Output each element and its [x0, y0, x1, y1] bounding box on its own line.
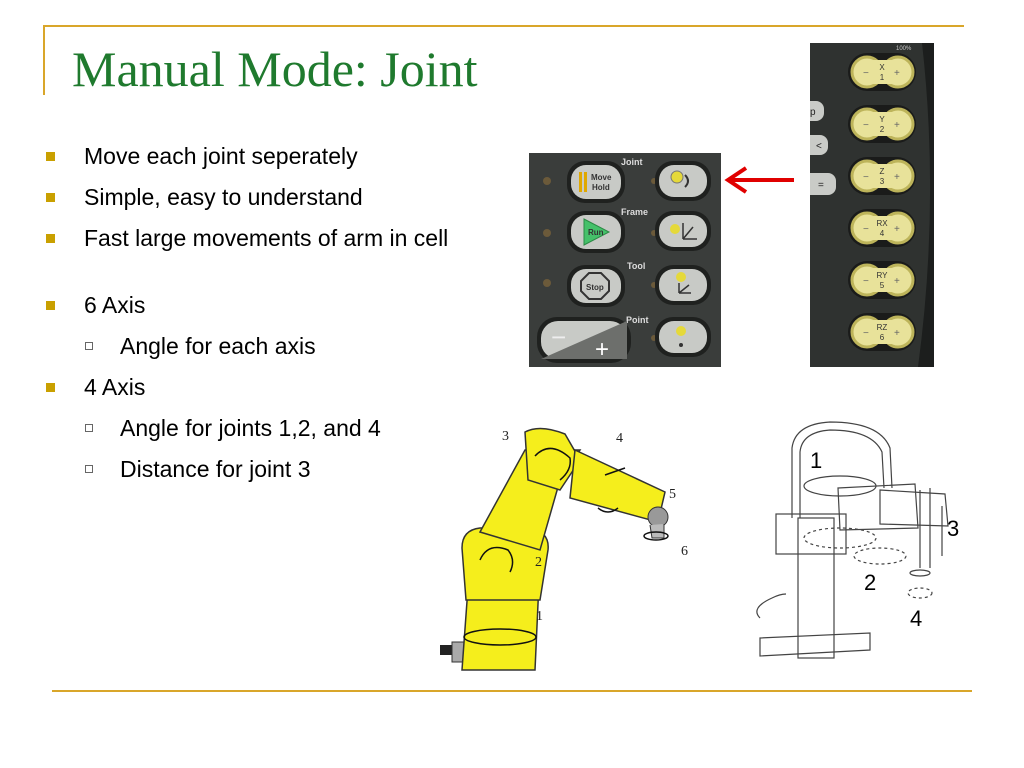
plus-sign: + [894, 172, 900, 183]
minus-sign: − [863, 328, 869, 339]
hollow-square-bullet-icon [85, 342, 93, 350]
axis-key-name: RY [877, 271, 889, 280]
side-key-label: p [810, 107, 816, 118]
sub-bullet-item: Angle for each axis [42, 332, 482, 361]
sub-bullet-item: Distance for joint 3 [42, 455, 482, 484]
bullet-text: Fast large movements of arm in cell [84, 225, 449, 251]
scara-robot-diagram: 1 2 3 4 [756, 421, 959, 659]
axis-key-number: 1 [880, 73, 885, 82]
label-joint: Joint [621, 157, 643, 167]
minus-sign: − [863, 172, 869, 183]
scara-axis-label-4: 4 [910, 606, 922, 631]
axis-key-y: Y2 − + [848, 105, 916, 143]
axis-key-name: RZ [877, 323, 888, 332]
hold-label: Hold [592, 183, 610, 192]
rotation-arrows [463, 447, 669, 646]
bullet-item: Fast large movements of arm in cell [42, 224, 464, 253]
axis-keys-photo: 100% p < = X1 − + Y2 − + Z3 − + RX4 − + RY5 − + RZ6 − + [810, 43, 934, 367]
axis-key-z: Z3 − + [848, 157, 916, 195]
bullet-item: 4 Axis [42, 373, 482, 402]
axis-key-number: 2 [880, 125, 885, 134]
point-mode-button [655, 317, 711, 357]
percent-readout: 100% [896, 46, 912, 52]
square-bullet-icon [46, 152, 55, 161]
axis-key-rx: RX4 − + [848, 209, 916, 247]
slide-title: Manual Mode: Joint [72, 41, 478, 97]
label-point: Point [626, 315, 649, 325]
run-label: Run [588, 228, 604, 237]
axis-key-name: RX [876, 219, 888, 228]
six-axis-robot-diagram: 3 4 5 6 2 1 [440, 427, 688, 671]
red-arrow-icon [724, 166, 794, 194]
square-bullet-icon [46, 193, 55, 202]
axis-key-name: Z [880, 167, 885, 176]
minus-sign: − [863, 120, 869, 131]
stop-label: Stop [586, 283, 604, 292]
square-bullet-icon [46, 234, 55, 243]
joint-mode-button [655, 161, 711, 201]
axis-label-5: 5 [669, 487, 676, 502]
scara-axis-label-2: 2 [864, 570, 876, 595]
plus-sign: + [894, 68, 900, 79]
axis-key-number: 6 [880, 333, 885, 342]
plus-sign: + [894, 276, 900, 287]
move-hold-button: Move Hold [567, 161, 625, 203]
plus-sign: + [595, 336, 609, 363]
side-key-label: < [816, 141, 822, 152]
bottom-rule [52, 690, 972, 692]
minus-sign: − [863, 68, 869, 79]
axis-key-ry: RY5 − + [848, 261, 916, 299]
stop-button: Stop [567, 265, 625, 307]
axis-label-6: 6 [681, 544, 688, 559]
axis-key-x: X1 − + [848, 53, 916, 91]
bullet-text: Move each joint seperately [84, 143, 358, 169]
square-bullet-icon [46, 383, 55, 392]
bullet-text: Angle for each axis [120, 333, 316, 359]
bullet-text: 4 Axis [84, 374, 146, 400]
axis-label-2: 2 [535, 555, 542, 570]
bullet-item: Simple, easy to understand [42, 183, 482, 212]
plus-sign: + [894, 328, 900, 339]
hollow-square-bullet-icon [85, 424, 93, 432]
minus-sign: − [551, 322, 566, 352]
jog-speed-button: − + [537, 317, 631, 363]
sub-bullet-item: Angle for joints 1,2, and 4 [42, 414, 482, 443]
axis-key-number: 3 [880, 177, 885, 186]
minus-sign: − [863, 276, 869, 287]
move-label: Move [591, 173, 612, 182]
axis-label-4: 4 [616, 431, 623, 446]
axis-key-number: 5 [880, 281, 885, 290]
plus-sign: + [894, 224, 900, 235]
minus-sign: − [863, 224, 869, 235]
side-keys: p < = [810, 101, 836, 195]
tool-mode-button [655, 265, 711, 305]
hollow-square-bullet-icon [85, 465, 93, 473]
axis-key-rz: RZ6 − + [848, 313, 916, 351]
axis-label-1: 1 [536, 609, 543, 624]
bullet-text: 6 Axis [84, 292, 146, 318]
bullet-text: Distance for joint 3 [120, 456, 311, 482]
frame-mode-button [655, 211, 711, 251]
square-bullet-icon [46, 301, 55, 310]
side-key-label: = [818, 180, 824, 191]
label-frame: Frame [621, 207, 648, 217]
scara-axis-label-3: 3 [947, 516, 959, 541]
axis-key-name: X [879, 63, 885, 72]
spacer [42, 265, 482, 291]
axis-key-number: 4 [880, 229, 885, 238]
scara-axis-label-1: 1 [810, 448, 822, 473]
plus-sign: + [894, 120, 900, 131]
left-rule [43, 25, 45, 95]
bullet-item: 6 Axis [42, 291, 482, 320]
bullet-text: Angle for joints 1,2, and 4 [120, 415, 381, 441]
bullet-item: Move each joint seperately [42, 142, 482, 171]
bullet-list: Move each joint seperately Simple, easy … [42, 142, 482, 496]
label-tool: Tool [627, 261, 645, 271]
axis-key-name: Y [879, 115, 885, 124]
run-button: Run [567, 211, 625, 253]
top-rule [43, 25, 964, 27]
bullet-text: Simple, easy to understand [84, 184, 363, 210]
axis-label-3: 3 [502, 429, 509, 444]
pendant-mode-photo: Joint Frame Tool Point Move Hold Run Sto… [529, 153, 721, 367]
